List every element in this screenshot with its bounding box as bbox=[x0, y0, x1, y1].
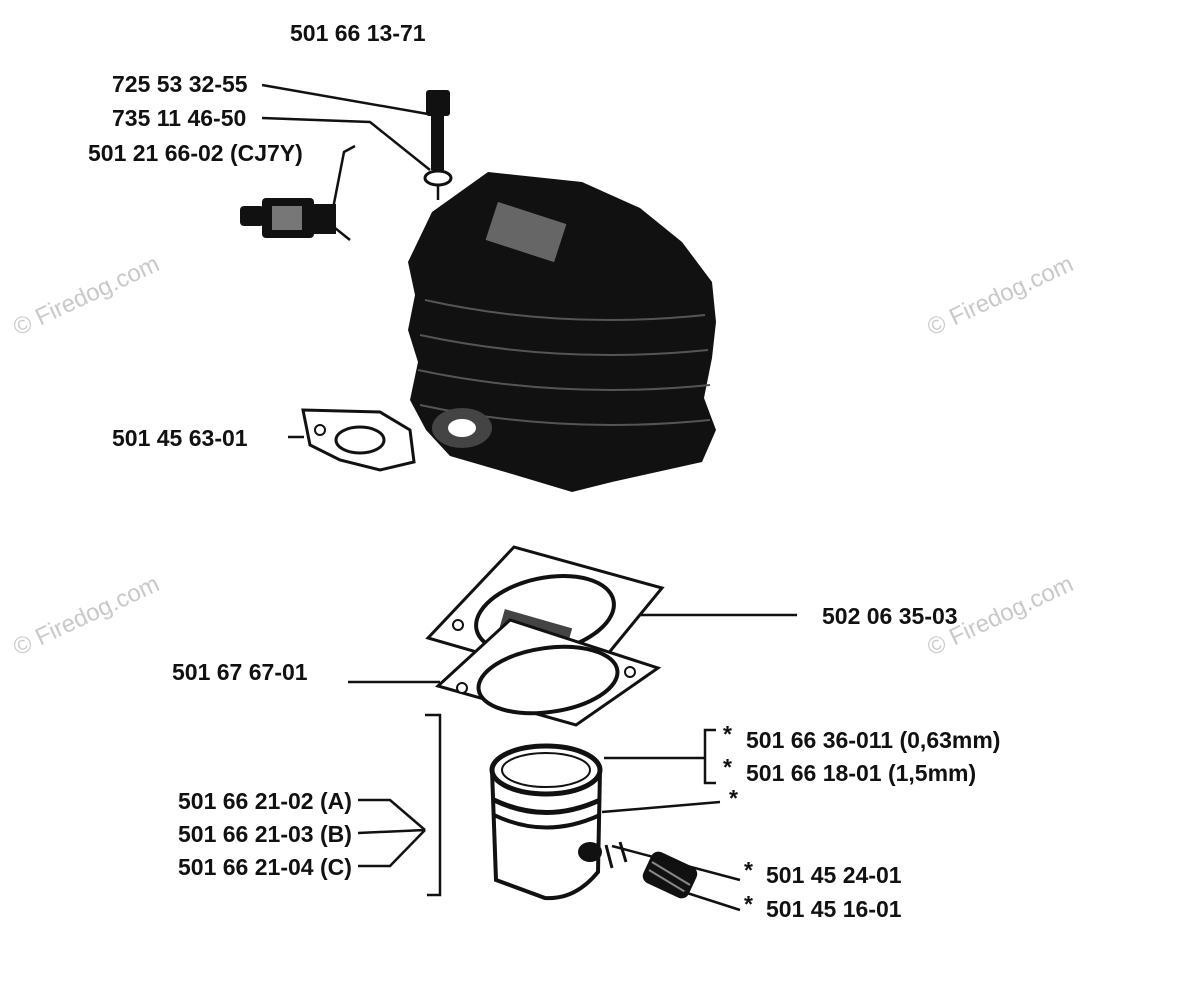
cylinder-gasket-bottom-drawing bbox=[435, 618, 662, 727]
leader-ring-marker bbox=[601, 800, 721, 814]
label-piston-pin: 501 45 24-01 bbox=[766, 862, 902, 888]
leader-lines bbox=[261, 83, 797, 912]
spark-plug-drawing bbox=[240, 198, 336, 238]
piston-drawing bbox=[489, 743, 628, 901]
label-ring-marker: * bbox=[729, 785, 738, 811]
leader-piston-c bbox=[358, 829, 426, 868]
watermark-text: © Firedog.com bbox=[9, 250, 163, 341]
leader-needle-bearing bbox=[683, 890, 741, 912]
label-gasket-top: 502 06 35-03 bbox=[822, 603, 958, 629]
label-piston-c: 501 66 21-04 (C) bbox=[178, 854, 352, 880]
leader-piston-b bbox=[357, 828, 426, 835]
label-washer: 735 11 46-50 bbox=[112, 105, 246, 131]
bracket-piston bbox=[425, 713, 442, 897]
screw-drawing bbox=[423, 90, 453, 200]
label-exhaust-gasket: 501 45 63-01 bbox=[112, 425, 248, 451]
leader-piston-a bbox=[358, 798, 426, 831]
exhaust-gasket-drawing bbox=[301, 408, 416, 472]
label-needle-bearing-marker: * bbox=[744, 891, 753, 917]
label-spark-plug: 501 21 66-02 (CJ7Y) bbox=[88, 140, 303, 166]
label-piston-b: 501 66 21-03 (B) bbox=[178, 821, 352, 847]
leader-piston-pin bbox=[611, 844, 741, 882]
label-gasket-bottom: 501 67 67-01 bbox=[172, 659, 308, 685]
label-ring-063: 501 66 36-011 (0,63mm) bbox=[746, 727, 1000, 753]
label-ring-15-marker: * bbox=[723, 754, 732, 780]
leader-spark-plug bbox=[328, 144, 356, 241]
label-screw: 725 53 32-55 bbox=[112, 71, 248, 97]
leader-screw bbox=[261, 83, 429, 116]
watermark-text: © Firedog.com bbox=[923, 250, 1077, 341]
cylinder-drawing bbox=[408, 172, 716, 492]
leader-washer bbox=[261, 116, 431, 171]
part-labels: 501 66 13-71 725 53 32-55 735 11 46-50 5… bbox=[88, 20, 1000, 922]
needle-bearing-drawing bbox=[642, 851, 698, 899]
label-piston-pin-marker: * bbox=[744, 857, 753, 883]
watermark-text: © Firedog.com bbox=[9, 570, 163, 661]
label-piston-a: 501 66 21-02 (A) bbox=[178, 788, 352, 814]
bracket-rings bbox=[703, 728, 716, 785]
label-ring-063-marker: * bbox=[723, 721, 732, 747]
label-ring-15: 501 66 18-01 (1,5mm) bbox=[746, 760, 976, 786]
label-needle-bearing: 501 45 16-01 bbox=[766, 896, 902, 922]
label-assembly: 501 66 13-71 bbox=[290, 20, 426, 46]
